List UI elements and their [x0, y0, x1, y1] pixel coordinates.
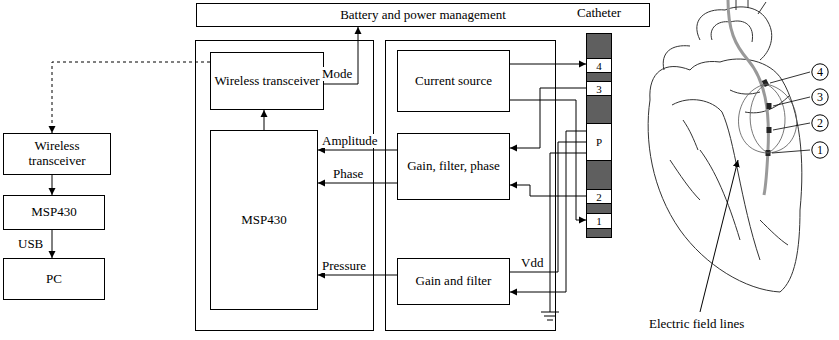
box-text: Battery and power management [337, 8, 509, 23]
box-text: Current source [412, 74, 495, 89]
signal-wire [318, 183, 397, 184]
electrode [767, 127, 772, 133]
signal-label: USB [17, 237, 44, 251]
field-lines [739, 84, 797, 153]
signal-label: Pressure [321, 259, 367, 273]
signal-wire [318, 275, 397, 276]
ground-symbol [541, 312, 559, 320]
transceiver-box: Wireless transceiver [210, 52, 324, 110]
box-text: MSP430 [238, 213, 290, 228]
signal-wire [510, 100, 586, 220]
figure-label: Electric field lines [648, 316, 745, 332]
source-box: Current source [397, 50, 510, 112]
amplifier-box: Gain, filter, phase [397, 133, 510, 200]
electrode-number: 3 [596, 83, 602, 95]
field-line [766, 84, 785, 153]
field-line [750, 84, 768, 153]
signal-wire [52, 175, 53, 195]
leader-line [773, 97, 810, 106]
mcu-box: MSP430 [3, 195, 105, 230]
signal-wire [264, 110, 265, 130]
electrode [767, 103, 772, 109]
signal-label: Phase [332, 167, 364, 181]
transceiver-box: Wireless transceiver [3, 133, 111, 175]
mcu-box: MSP430 [210, 130, 318, 310]
electrode-number: 1 [596, 215, 602, 227]
callout-number: 2 [811, 114, 829, 132]
signal-wire [510, 88, 586, 148]
signal-label: Mode [321, 67, 353, 81]
callout-circle [812, 115, 828, 131]
catheter-in-heart [728, 0, 768, 195]
callout-leaders [770, 72, 810, 153]
ventricle-wall [700, 150, 740, 240]
electrode-number: P [596, 136, 602, 148]
muscle-line [670, 160, 788, 245]
signal-wire [510, 64, 586, 65]
callout-number: 4 [817, 65, 823, 80]
signal-wire [318, 150, 397, 151]
wireless-link [52, 62, 210, 133]
electrode-band: 1 [587, 213, 611, 229]
box-text: PC [43, 272, 65, 287]
leader-line [770, 72, 810, 83]
signal-wire [510, 185, 586, 196]
signal-label: Vdd [520, 256, 544, 270]
callout-number: 1 [817, 143, 823, 158]
pc-box: PC [3, 258, 105, 300]
electrode-band: 2 [587, 189, 611, 204]
box-text: MSP430 [28, 205, 80, 220]
box-text: Wireless transceiver [4, 139, 110, 169]
box-text: Gain, filter, phase [404, 159, 503, 174]
signal-wire [52, 230, 53, 258]
leader-line [773, 123, 810, 130]
callout-number: 3 [811, 88, 829, 106]
signal-wire [510, 142, 586, 272]
heart-outline [648, 59, 802, 292]
field-line [766, 84, 797, 153]
box-text: Wireless transceiver [211, 74, 322, 89]
electrode-number: 4 [596, 60, 602, 72]
leader-line [772, 150, 810, 153]
electrode-band: 3 [587, 81, 611, 96]
callout-circle [812, 89, 828, 105]
electrode-band: 4 [587, 58, 611, 73]
callout-number: 1 [811, 141, 829, 159]
callout-circle [812, 142, 828, 158]
catheter-label: Catheter [577, 5, 621, 21]
signal-label: Amplitude [321, 134, 379, 148]
callout-circle [812, 64, 828, 80]
vessel [663, 46, 690, 70]
electrode-number: 2 [596, 191, 602, 203]
heart-illustration [648, 0, 802, 292]
electrode-band: P [587, 123, 611, 161]
catheter: Catheter43P21 [586, 33, 612, 238]
callout-number: 2 [817, 116, 823, 131]
field-line [739, 84, 769, 153]
amplifier-box: Gain and filter [397, 258, 510, 305]
vessel [736, 0, 766, 14]
box-text: Gain and filter [413, 274, 495, 289]
signal-wire [510, 131, 586, 292]
ground-wire [550, 153, 586, 312]
callout-number: 3 [817, 90, 823, 105]
heart-electrodes [764, 80, 769, 156]
leader-arrow [700, 160, 738, 312]
aorta [697, 7, 772, 60]
muscle-line [683, 90, 760, 150]
callout-number: 4 [811, 63, 829, 81]
